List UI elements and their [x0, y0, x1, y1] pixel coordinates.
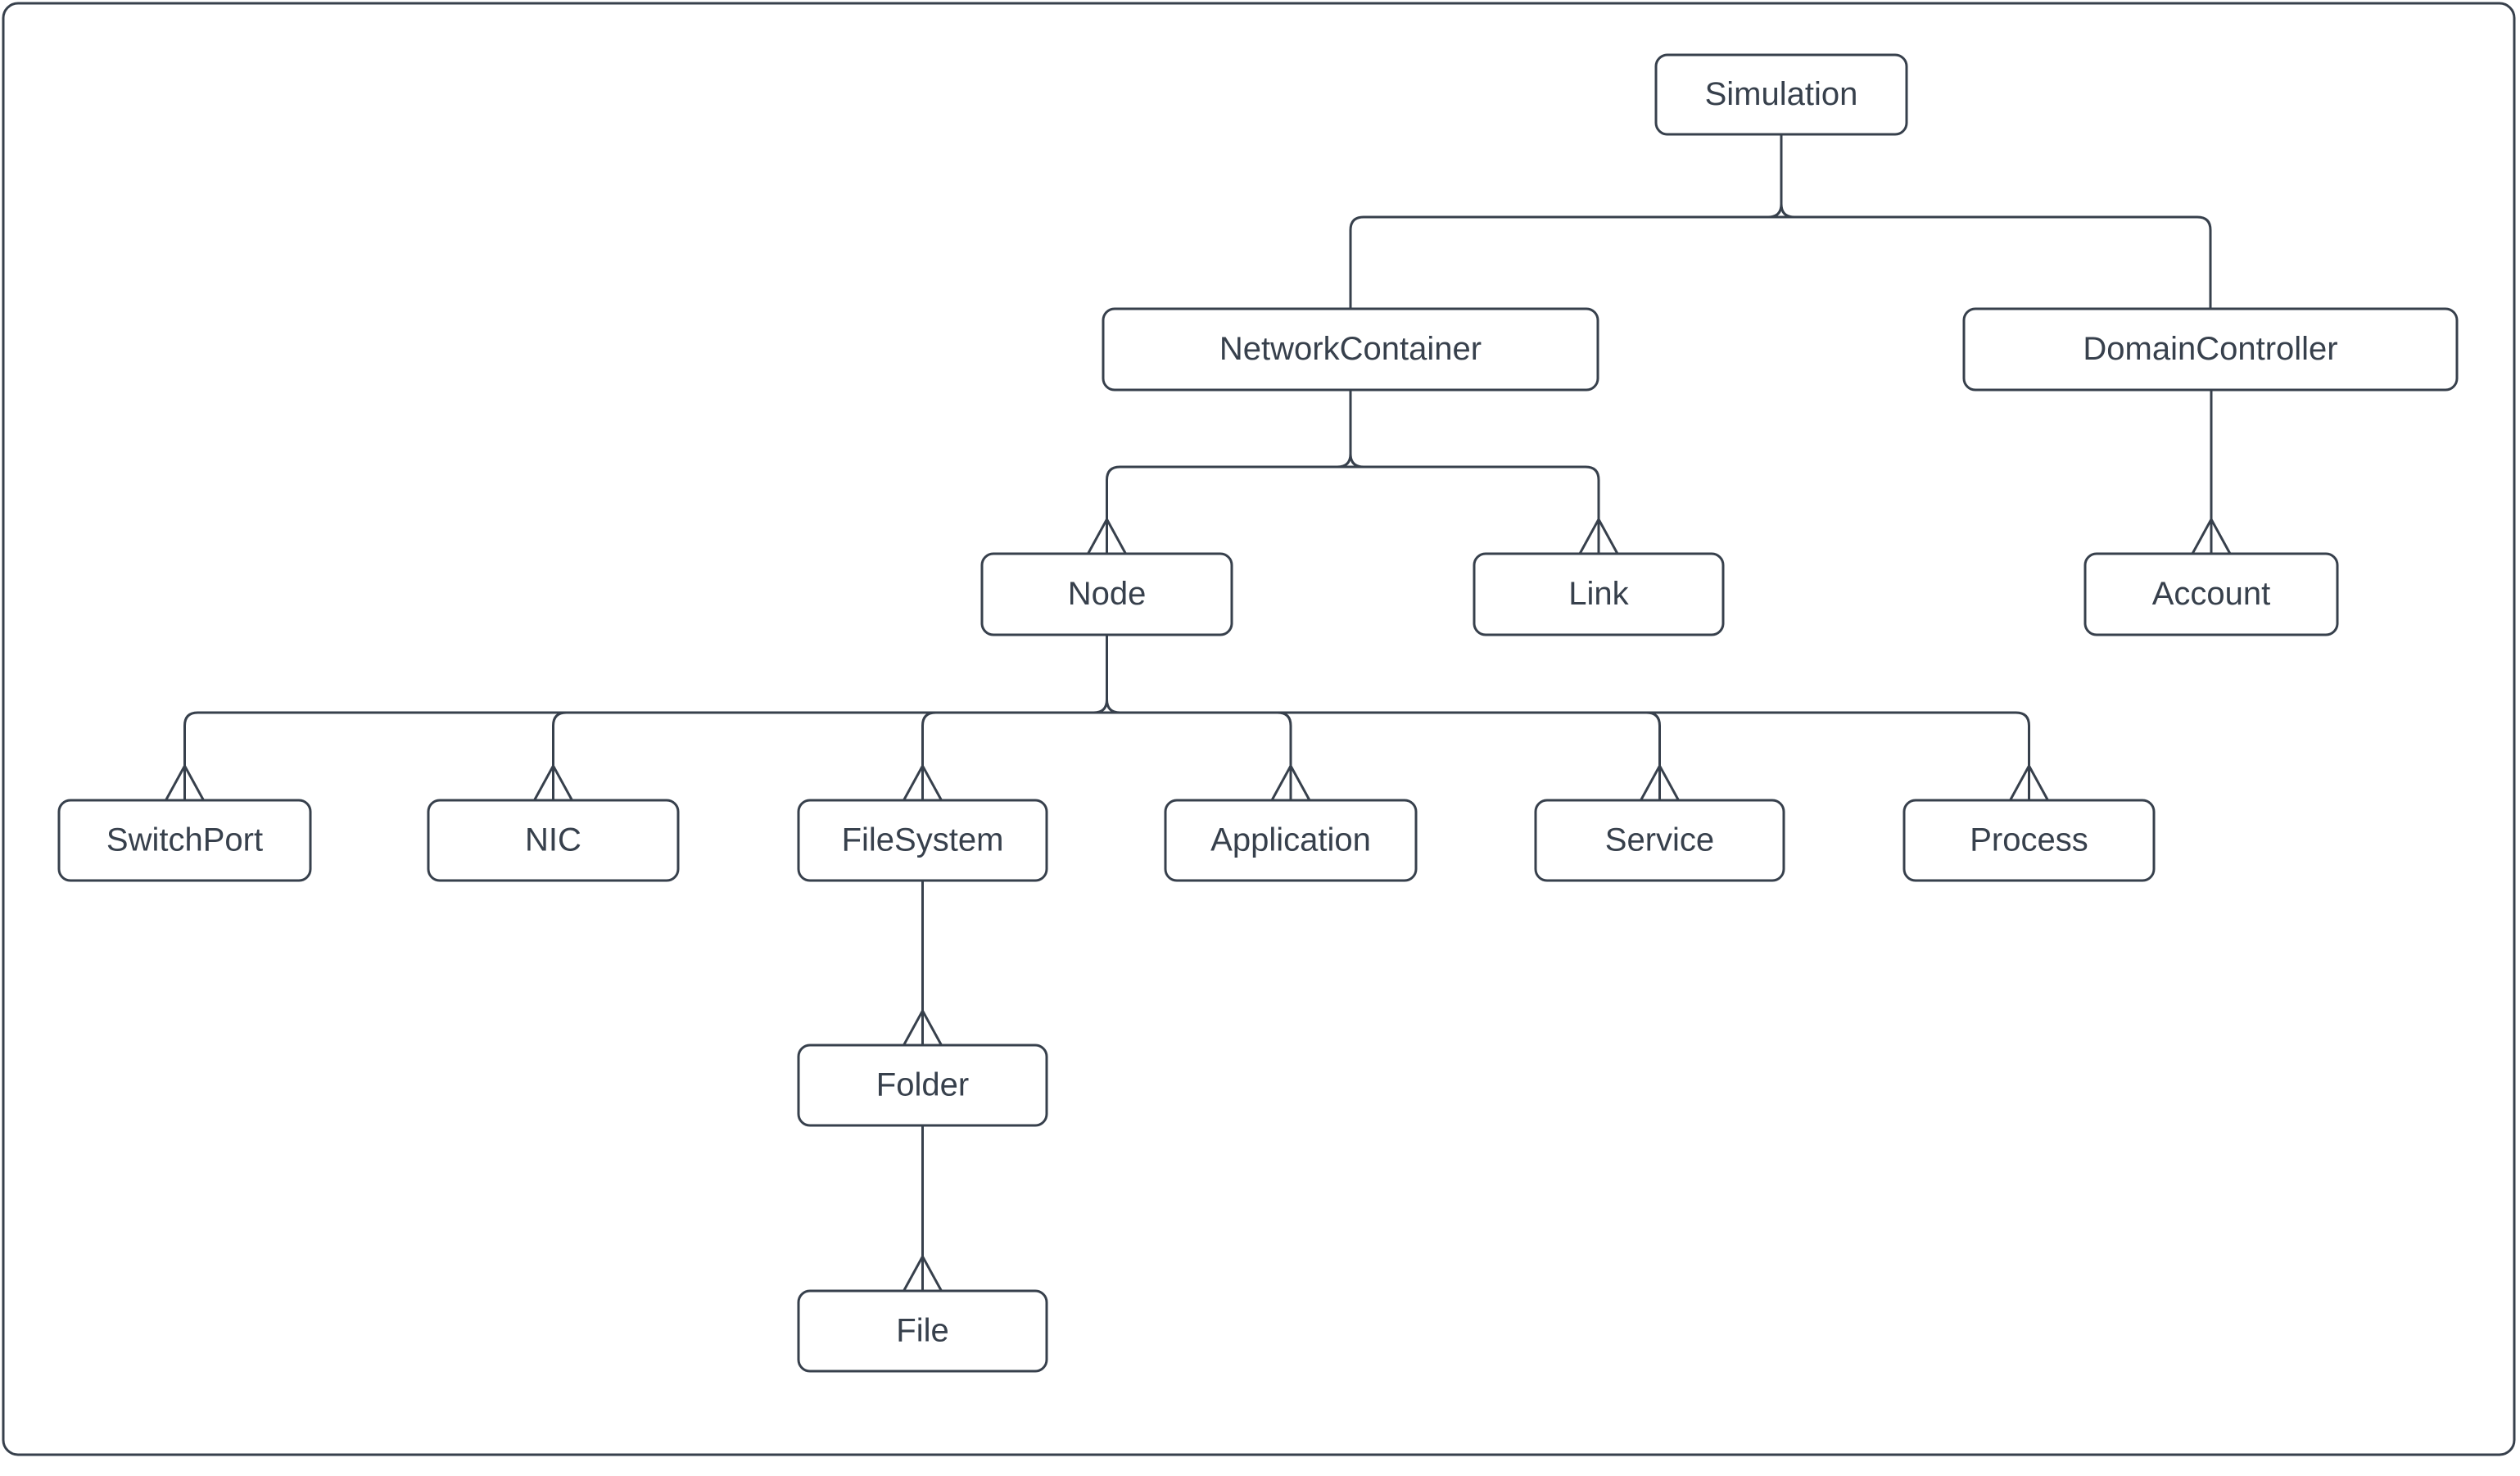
class-box-simulation[interactable]: [1654, 53, 1908, 136]
class-label-file: File: [896, 1313, 948, 1349]
edge-node-to-application: [1277, 711, 1292, 800]
edge-simulation-to-domaincontroller: [2197, 215, 2212, 309]
generalization-arrow-account: [2191, 516, 2232, 555]
class-node-application[interactable]: Application: [1164, 799, 1418, 882]
class-label-process: Process: [1970, 822, 2088, 858]
generalization-arrow-file: [903, 1253, 943, 1292]
class-label-simulation: Simulation: [1705, 76, 1858, 112]
class-label-service: Service: [1605, 822, 1714, 858]
generalization-arrow-process: [2009, 763, 2049, 801]
generalization-arrow-application: [1270, 763, 1311, 801]
edge-simulation-to-networkcontainer: [1349, 215, 1364, 309]
class-node-filesystem[interactable]: FileSystem: [797, 799, 1048, 882]
class-label-application: Application: [1210, 822, 1371, 858]
edge-node-to-nic: [552, 711, 567, 800]
generalization-arrow-node: [1087, 516, 1127, 555]
class-label-link: Link: [1568, 576, 1629, 612]
class-node-file[interactable]: File: [797, 1289, 1048, 1373]
class-node-process[interactable]: Process: [1902, 799, 2156, 882]
class-node-domaincontroller[interactable]: DomainController: [1962, 307, 2459, 392]
class-node-networkcontainer[interactable]: NetworkContainer: [1102, 307, 1599, 392]
generalization-arrow-link: [1578, 516, 1619, 555]
class-node-simulation[interactable]: Simulation: [1654, 53, 1908, 136]
edge-node-to-switchport: [183, 711, 198, 800]
class-box-node[interactable]: [980, 552, 1233, 636]
class-node-node[interactable]: Node: [980, 552, 1233, 636]
edge-networkcontainer-to-link: [1585, 465, 1600, 554]
class-label-switchport: SwitchPort: [106, 822, 263, 858]
generalization-arrow-folder: [903, 1007, 943, 1046]
class-label-domaincontroller: DomainController: [2083, 331, 2337, 367]
class-box-link[interactable]: [1473, 552, 1725, 636]
class-node-account[interactable]: Account: [2083, 552, 2339, 636]
generalization-arrow-nic: [533, 763, 573, 801]
class-node-folder[interactable]: Folder: [797, 1044, 1048, 1127]
class-label-folder: Folder: [876, 1067, 969, 1103]
class-box-filesystem[interactable]: [797, 799, 1048, 882]
edge-layer: [165, 134, 2232, 1292]
class-box-domaincontroller[interactable]: [1962, 307, 2459, 392]
class-box-service[interactable]: [1534, 799, 1785, 882]
class-box-process[interactable]: [1902, 799, 2156, 882]
generalization-arrow-switchport: [165, 763, 205, 801]
class-label-account: Account: [2152, 576, 2271, 612]
class-box-networkcontainer[interactable]: [1102, 307, 1599, 392]
class-label-filesystem: FileSystem: [842, 822, 1004, 858]
generalization-arrow-service: [1640, 763, 1680, 801]
class-node-switchport[interactable]: SwitchPort: [57, 799, 312, 882]
class-box-nic[interactable]: [427, 799, 680, 882]
generalization-arrow-filesystem: [903, 763, 943, 801]
class-node-link[interactable]: Link: [1473, 552, 1725, 636]
edge-networkcontainer-to-node: [1106, 465, 1120, 554]
class-label-node: Node: [1068, 576, 1147, 612]
edge-node-to-process: [2016, 711, 2030, 800]
class-box-application[interactable]: [1164, 799, 1418, 882]
class-label-nic: NIC: [525, 822, 581, 858]
class-node-nic[interactable]: NIC: [427, 799, 680, 882]
class-box-file[interactable]: [797, 1289, 1048, 1373]
class-box-switchport[interactable]: [57, 799, 312, 882]
class-box-account[interactable]: [2083, 552, 2339, 636]
class-label-networkcontainer: NetworkContainer: [1219, 331, 1482, 367]
class-node-service[interactable]: Service: [1534, 799, 1785, 882]
edge-node-to-filesystem: [921, 711, 936, 800]
class-box-folder[interactable]: [797, 1044, 1048, 1127]
edge-node-to-service: [1646, 711, 1661, 800]
